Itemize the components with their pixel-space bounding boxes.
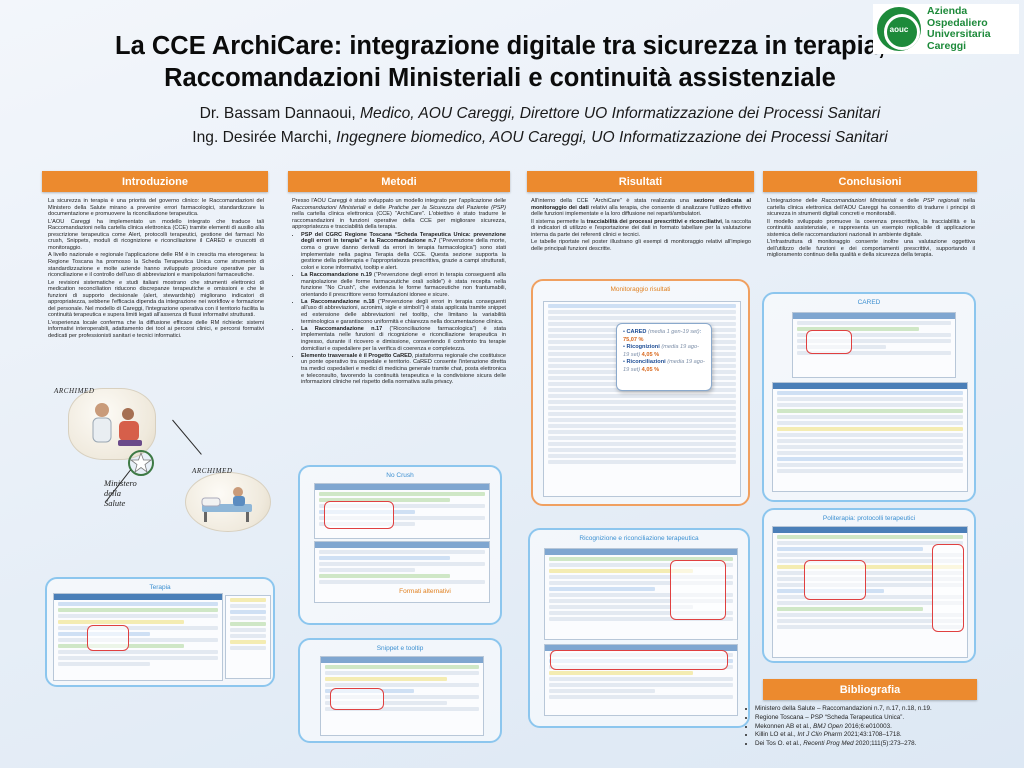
terapia-legend xyxy=(225,595,271,679)
formati-screenshot xyxy=(314,541,490,603)
author-2: Ing. Desirée Marchi, Ingegnere biomedico… xyxy=(192,129,888,146)
careggi-logo: aouc Azienda Ospedaliero Universitaria C… xyxy=(873,4,1019,54)
ricognizione-callout xyxy=(670,560,726,620)
title-line-2: Raccomandazioni Ministeriali e continuit… xyxy=(164,64,836,92)
metodi-list: PSP del CGRC Regione Toscana “Scheda Ter… xyxy=(301,232,506,386)
metodi-text: Presso l'AOU Careggi è stato sviluppato … xyxy=(292,198,506,386)
no-crush-panel: No Crush Formati alternativi xyxy=(298,465,502,625)
cared-panel: CARED xyxy=(762,292,976,502)
doctor-patient-image xyxy=(68,388,156,460)
introduzione-text: La sicurezza in terapia è una priorità d… xyxy=(48,198,264,340)
bibliografia-list: Ministero della Salute – Raccomandazioni… xyxy=(745,705,995,749)
ricognizione-panel: Ricognizione e riconciliazione terapeuti… xyxy=(528,528,750,728)
snippet-callout xyxy=(330,688,384,710)
monitoraggio-panel: Monitoraggio risultati xyxy=(531,279,750,506)
cared-list-screenshot xyxy=(772,382,968,492)
cared-callout xyxy=(806,330,852,354)
formati-alternativi-title: Formati alternativi xyxy=(399,588,451,595)
metodi-item: La Raccomandazione n.18 (“Prevenzione de… xyxy=(301,299,506,325)
reference-item: Dei Tos O. et al., Recenti Prog Med 2020… xyxy=(755,740,995,749)
doctor-patient-icon xyxy=(92,403,142,446)
careggi-logo-icon: aouc xyxy=(877,7,921,51)
reference-item: Regione Toscana – PSP “Scheda Terapeutic… xyxy=(755,714,995,723)
snippet-title: Snippet e tooltip xyxy=(376,645,424,652)
terapia-title: Terapia xyxy=(149,584,171,591)
metodi-heading: Metodi xyxy=(288,171,510,192)
cared-stat: • CARED (media 1 gen-19 set): 75,07 % xyxy=(623,329,702,343)
hospital-bed-icon xyxy=(201,487,252,522)
conclusioni-text: L'integrazione delle Raccomandazioni Min… xyxy=(767,198,976,259)
metodi-item: La Raccomandazione n.17 (“Riconciliazion… xyxy=(301,326,506,352)
conclusioni-heading: Conclusioni xyxy=(763,171,977,192)
reference-item: Mekonnen AB et al., BMJ Open 2016;6:e010… xyxy=(755,723,995,732)
no-crush-callout xyxy=(324,501,394,529)
archimed-image xyxy=(185,472,271,532)
cared-title: CARED xyxy=(857,299,881,306)
no-crush-title: No Crush xyxy=(386,472,414,479)
ministero-text: Ministero della Salute xyxy=(104,478,137,508)
reference-item: Killin LO et al., Int J Clin Pharm 2021;… xyxy=(755,731,995,740)
terapia-panel: Terapia xyxy=(45,577,275,687)
risultati-heading: Risultati xyxy=(527,171,754,192)
poster-title: La CCE ArchiCare: integrazione digitale … xyxy=(90,30,910,94)
politerapia-title: Politerapia: protocolli terapeutici xyxy=(822,515,916,522)
politerapia-callout xyxy=(804,560,866,600)
ricognizione-title: Ricognizione e riconciliazione terapeuti… xyxy=(579,535,699,542)
authors: Dr. Bassam Dannaoui, Medico, AOU Careggi… xyxy=(120,102,960,150)
metodi-item: La Raccomandazione n.19 (“Prevenzione de… xyxy=(301,272,506,298)
archimed-brand: ARCHIMED xyxy=(192,467,233,475)
ricognizione-screenshot xyxy=(544,548,738,640)
politerapia-callout xyxy=(932,544,964,632)
riconciliazione-callout xyxy=(550,650,728,670)
reference-item: Ministero della Salute – Raccomandazioni… xyxy=(755,705,995,714)
flow-arrow xyxy=(172,419,202,455)
snippet-panel: Snippet e tooltip xyxy=(298,638,502,743)
metodi-item: Elemento trasversale è il Progetto CaRED… xyxy=(301,353,506,386)
risultati-text: All'interno della CCE “ArchiCare” è stat… xyxy=(531,198,752,252)
riconciliazioni-stat: • Riconciliazioni (media 19 ago-19 set) … xyxy=(623,359,705,373)
monitoraggio-popup: • CARED (media 1 gen-19 set): 75,07 % • … xyxy=(616,323,712,391)
terapia-callout xyxy=(87,625,129,651)
cared-form-screenshot xyxy=(792,312,956,378)
introduzione-heading: Introduzione xyxy=(42,171,268,192)
careggi-logo-text: Azienda Ospedaliero Universitaria Caregg… xyxy=(927,5,991,52)
archicare-brand: ARCHIMED xyxy=(54,387,95,395)
monitoraggio-title: Monitoraggio risultati xyxy=(610,286,671,293)
ministero-emblem-icon xyxy=(128,450,154,476)
metodi-item: PSP del CGRC Regione Toscana “Scheda Ter… xyxy=(301,232,506,272)
terapia-screenshot xyxy=(53,593,223,681)
title-line-1: La CCE ArchiCare: integrazione digitale … xyxy=(115,32,885,60)
politerapia-panel: Politerapia: protocolli terapeutici xyxy=(762,508,976,663)
bibliografia-heading: Bibliografia xyxy=(763,679,977,700)
author-1: Dr. Bassam Dannaoui, Medico, AOU Careggi… xyxy=(199,105,881,122)
ricognizioni-stat: • Ricognizioni (media 19 ago-19 set) 4,0… xyxy=(623,344,699,358)
